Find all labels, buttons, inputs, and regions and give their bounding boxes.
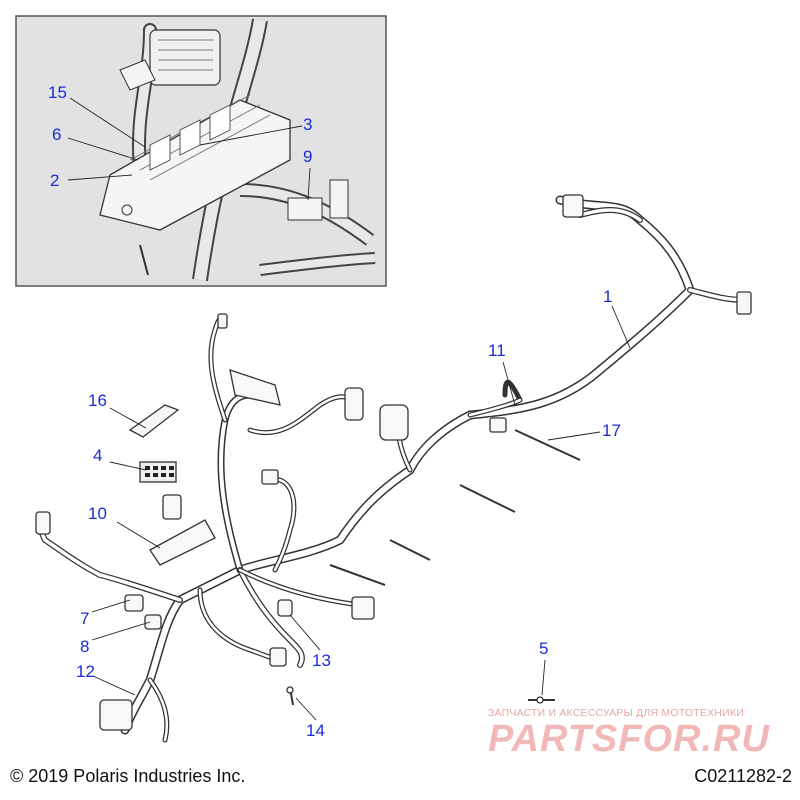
callout-16: 16 (88, 391, 107, 410)
callout-17: 17 (602, 421, 621, 440)
fuse-strip-part-4 (139, 461, 177, 483)
leader-lines (91, 305, 631, 721)
callout-15: 15 (48, 83, 67, 102)
callout-6: 6 (52, 125, 62, 144)
callout-1: 1 (603, 287, 613, 306)
connectors (35, 194, 752, 731)
callout-3: 3 (303, 115, 313, 134)
watermark-logo: PARTSFOR.RU (488, 718, 770, 760)
callout-7: 7 (80, 609, 90, 628)
callout-2: 2 (50, 171, 60, 190)
callout-13: 13 (312, 651, 331, 670)
watermark-tagline: ЗАПЧАСТИ И АКСЕССУАРЫ ДЛЯ МОТОТЕХНИКИ (488, 707, 744, 719)
callout-14: 14 (306, 721, 325, 740)
callout-9: 9 (303, 147, 313, 166)
copyright-text: © 2019 Polaris Industries Inc. (10, 766, 246, 786)
callout-8: 8 (80, 637, 90, 656)
callout-4: 4 (93, 446, 103, 465)
push-pin-ties (329, 429, 581, 586)
callout-10: 10 (88, 504, 107, 523)
loose-parts (128, 404, 555, 706)
callout-5: 5 (539, 639, 549, 658)
callout-12: 12 (76, 662, 95, 681)
callout-11: 11 (488, 341, 506, 360)
inset-detail-view (15, 15, 387, 287)
diagram-code: C0211282-2 (694, 766, 792, 786)
